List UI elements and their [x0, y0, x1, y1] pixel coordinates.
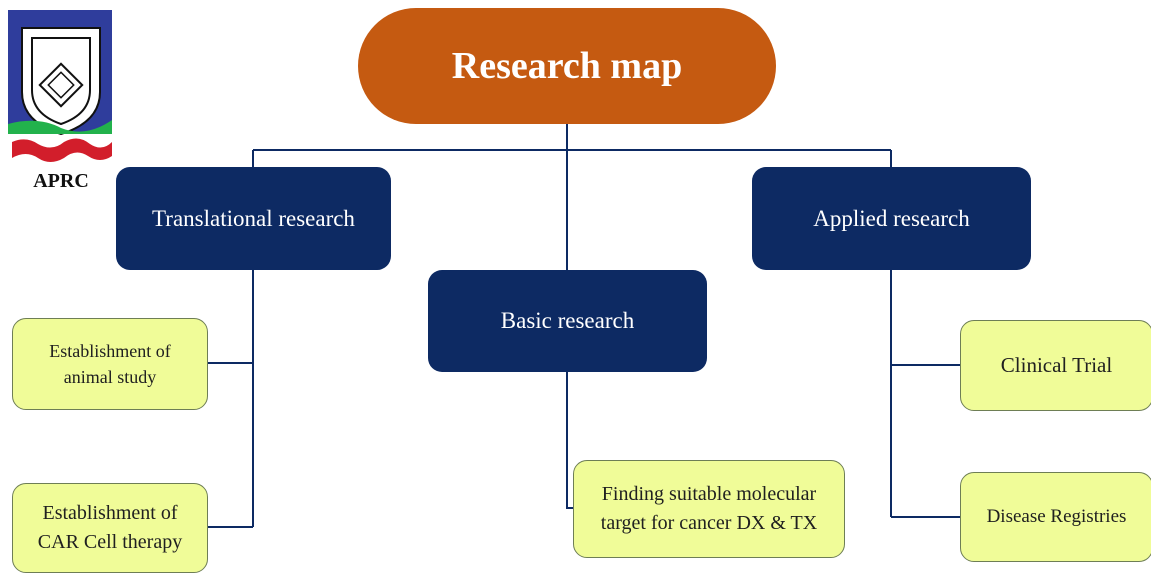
aprc-emblem-icon — [8, 10, 112, 162]
category-node-basic-research: Basic research — [428, 270, 707, 372]
leaf-label-clinical-trial: Clinical Trial — [1000, 353, 1113, 378]
leaf-node-clinical-trial: Clinical Trial — [960, 320, 1151, 411]
aprc-logo: APRC — [8, 10, 114, 192]
leaf-node-animal-study: Establishment of animal study — [12, 318, 208, 410]
connector-basic-to-molecular — [566, 372, 573, 509]
leaf-label-animal-study: Establishment of animal study — [49, 340, 171, 387]
logo-label: APRC — [33, 170, 89, 192]
root-node-research-map: Research map — [358, 8, 776, 124]
category-node-translational-research: Translational research — [116, 167, 391, 270]
leaf-node-car-cell-therapy: Establishment of CAR Cell therapy — [12, 483, 208, 573]
leaf-label-disease-registries: Disease Registries — [986, 506, 1127, 528]
leaf-node-molecular-target: Finding suitable molecular target for ca… — [573, 460, 845, 558]
category-node-applied-research: Applied research — [752, 167, 1031, 270]
leaf-label-molecular-target: Finding suitable molecular target for ca… — [600, 483, 818, 534]
leaf-node-disease-registries: Disease Registries — [960, 472, 1151, 562]
leaf-label-car-cell-therapy: Establishment of CAR Cell therapy — [37, 502, 183, 553]
